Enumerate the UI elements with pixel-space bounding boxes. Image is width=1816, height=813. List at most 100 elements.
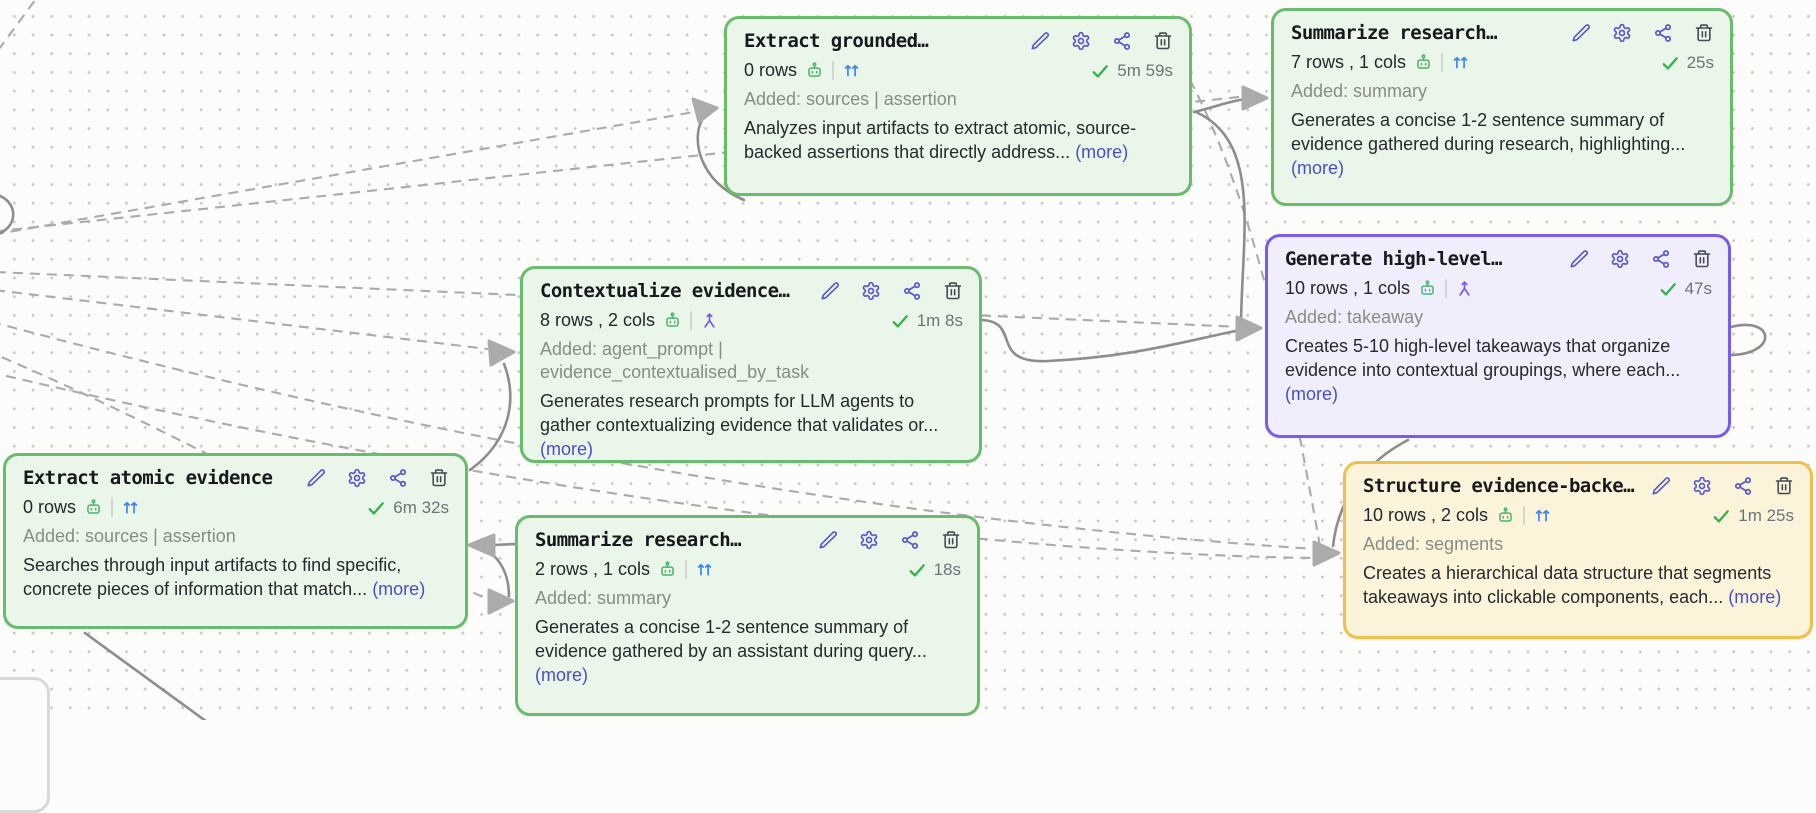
duration-label: 5m 59s bbox=[1117, 60, 1173, 80]
delete-icon[interactable] bbox=[943, 281, 963, 301]
node-title: Contextualize evidence… bbox=[540, 280, 790, 302]
edit-icon[interactable] bbox=[1571, 23, 1591, 43]
settings-icon[interactable] bbox=[861, 281, 881, 301]
node-extract-atomic-evidence[interactable]: Extract atomic evidence 0 rows 6m 32s Ad… bbox=[3, 453, 468, 629]
success-check-icon bbox=[1660, 53, 1680, 73]
share-icon[interactable] bbox=[1112, 31, 1132, 51]
node-description: Generates a concise 1-2 sentence summary… bbox=[1291, 110, 1686, 178]
share-icon[interactable] bbox=[902, 281, 922, 301]
node-title: Extract atomic evidence bbox=[23, 467, 273, 489]
edit-icon[interactable] bbox=[1651, 476, 1671, 496]
node-description: Generates research prompts for LLM agent… bbox=[540, 391, 939, 459]
node-title: Summarize research… bbox=[535, 529, 742, 551]
duration-label: 18s bbox=[933, 559, 961, 579]
settings-icon[interactable] bbox=[347, 468, 367, 488]
added-columns-label: Added: takeaway bbox=[1285, 307, 1424, 327]
rows-cols-label: 0 rows bbox=[744, 60, 798, 80]
duration-label: 47s bbox=[1684, 278, 1712, 298]
node-extract-grounded[interactable]: Extract grounded… 0 rows 5m 59s Added: s… bbox=[724, 16, 1192, 196]
added-columns-label: Added: segments bbox=[1363, 534, 1504, 554]
delete-icon[interactable] bbox=[1694, 23, 1714, 43]
icon-divider bbox=[685, 560, 688, 579]
settings-icon[interactable] bbox=[1692, 476, 1712, 496]
edit-icon[interactable] bbox=[1030, 31, 1050, 51]
success-check-icon bbox=[1090, 61, 1110, 81]
edit-icon[interactable] bbox=[820, 281, 840, 301]
icon-divider bbox=[1523, 506, 1526, 525]
more-link[interactable]: (more) bbox=[535, 664, 588, 685]
icon-divider bbox=[690, 311, 693, 330]
added-columns-label: Added: sources | assertion bbox=[23, 526, 236, 546]
more-link[interactable]: (more) bbox=[1728, 586, 1782, 607]
rows-cols-label: 0 rows bbox=[23, 497, 77, 517]
edit-icon[interactable] bbox=[818, 530, 838, 550]
node-title: Structure evidence-backe… bbox=[1363, 475, 1635, 497]
node-summarize-research-top[interactable]: Summarize research… 7 rows , 1 cols 25s … bbox=[1271, 8, 1733, 206]
share-icon[interactable] bbox=[388, 468, 408, 488]
node-contextualize-evidence[interactable]: Contextualize evidence… 8 rows , 2 cols … bbox=[520, 266, 982, 463]
added-columns-label: Added: summary bbox=[1291, 81, 1428, 101]
edit-icon[interactable] bbox=[306, 468, 326, 488]
edit-icon[interactable] bbox=[1569, 249, 1589, 269]
duration-label: 6m 32s bbox=[393, 497, 449, 517]
robot-icon bbox=[1418, 279, 1437, 298]
node-description: Analyzes input artifacts to extract atom… bbox=[744, 118, 1137, 162]
node-description: Creates 5-10 high-level takeaways that o… bbox=[1285, 336, 1681, 404]
merge-arrows-icon bbox=[700, 311, 719, 330]
node-description: Generates a concise 1-2 sentence summary… bbox=[535, 617, 927, 685]
settings-icon[interactable] bbox=[859, 530, 879, 550]
delete-icon[interactable] bbox=[1692, 249, 1712, 269]
more-link[interactable]: (more) bbox=[1075, 141, 1129, 162]
duration-label: 1m 25s bbox=[1738, 505, 1794, 525]
double-up-arrows-icon bbox=[842, 61, 861, 80]
success-check-icon bbox=[1711, 506, 1731, 526]
double-up-arrows-icon bbox=[121, 498, 140, 517]
more-link[interactable]: (more) bbox=[1291, 157, 1344, 178]
delete-icon[interactable] bbox=[429, 468, 449, 488]
double-up-arrows-icon bbox=[1451, 53, 1470, 72]
node-summarize-research-bottom[interactable]: Summarize research… 2 rows , 1 cols 18s … bbox=[515, 515, 980, 716]
success-check-icon bbox=[1658, 279, 1678, 299]
rows-cols-label: 10 rows , 1 cols bbox=[1285, 278, 1411, 298]
rows-cols-label: 8 rows , 2 cols bbox=[540, 310, 656, 330]
delete-icon[interactable] bbox=[1774, 476, 1794, 496]
node-structure-evidence-backed[interactable]: Structure evidence-backe… 10 rows , 2 co… bbox=[1343, 461, 1813, 639]
added-columns-label: Added: agent_prompt | evidence_contextua… bbox=[540, 339, 810, 383]
icon-divider bbox=[1445, 279, 1448, 298]
settings-icon[interactable] bbox=[1612, 23, 1632, 43]
robot-icon bbox=[1414, 53, 1433, 72]
node-title: Summarize research… bbox=[1291, 22, 1498, 44]
delete-icon[interactable] bbox=[1153, 31, 1173, 51]
robot-icon bbox=[663, 311, 682, 330]
robot-icon bbox=[805, 61, 824, 80]
rows-cols-label: 7 rows , 1 cols bbox=[1291, 52, 1407, 72]
success-check-icon bbox=[890, 311, 910, 331]
merge-arrows-icon bbox=[1455, 279, 1474, 298]
more-link[interactable]: (more) bbox=[1285, 383, 1338, 404]
more-link[interactable]: (more) bbox=[540, 438, 593, 459]
more-link[interactable]: (more) bbox=[372, 578, 426, 599]
partial-node-card[interactable] bbox=[0, 677, 50, 813]
robot-icon bbox=[658, 560, 677, 579]
node-description: Searches through input artifacts to find… bbox=[23, 555, 426, 599]
delete-icon[interactable] bbox=[941, 530, 961, 550]
duration-label: 1m 8s bbox=[916, 310, 963, 330]
icon-divider bbox=[111, 498, 114, 517]
icon-divider bbox=[832, 61, 835, 80]
success-check-icon bbox=[366, 498, 386, 518]
robot-icon bbox=[1496, 506, 1515, 525]
added-columns-label: Added: summary bbox=[535, 588, 672, 608]
node-description: Creates a hierarchical data structure th… bbox=[1363, 563, 1782, 607]
share-icon[interactable] bbox=[1653, 23, 1673, 43]
success-check-icon bbox=[907, 560, 927, 580]
settings-icon[interactable] bbox=[1610, 249, 1630, 269]
settings-icon[interactable] bbox=[1071, 31, 1091, 51]
share-icon[interactable] bbox=[1733, 476, 1753, 496]
share-icon[interactable] bbox=[1651, 249, 1671, 269]
node-title: Extract grounded… bbox=[744, 30, 929, 52]
share-icon[interactable] bbox=[900, 530, 920, 550]
node-generate-high-level[interactable]: Generate high-level… 10 rows , 1 cols 47… bbox=[1265, 234, 1731, 438]
duration-label: 25s bbox=[1686, 52, 1714, 72]
rows-cols-label: 2 rows , 1 cols bbox=[535, 559, 651, 579]
node-title: Generate high-level… bbox=[1285, 248, 1502, 270]
